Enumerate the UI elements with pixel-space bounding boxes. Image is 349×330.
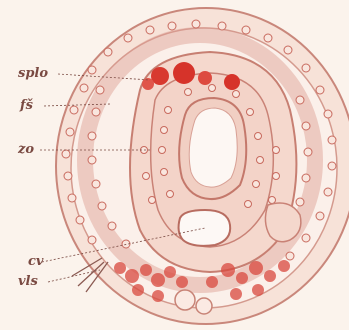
pale-cell [175, 290, 195, 310]
gut-lumen [189, 108, 237, 187]
label-zo: zo [18, 143, 34, 157]
label-vls: vls [18, 275, 38, 289]
label-cv: cv [28, 255, 43, 269]
label-fs: fš [20, 99, 33, 113]
label-splo: splo [18, 67, 48, 81]
right-lobe [265, 203, 300, 242]
pale-cell [196, 298, 212, 314]
